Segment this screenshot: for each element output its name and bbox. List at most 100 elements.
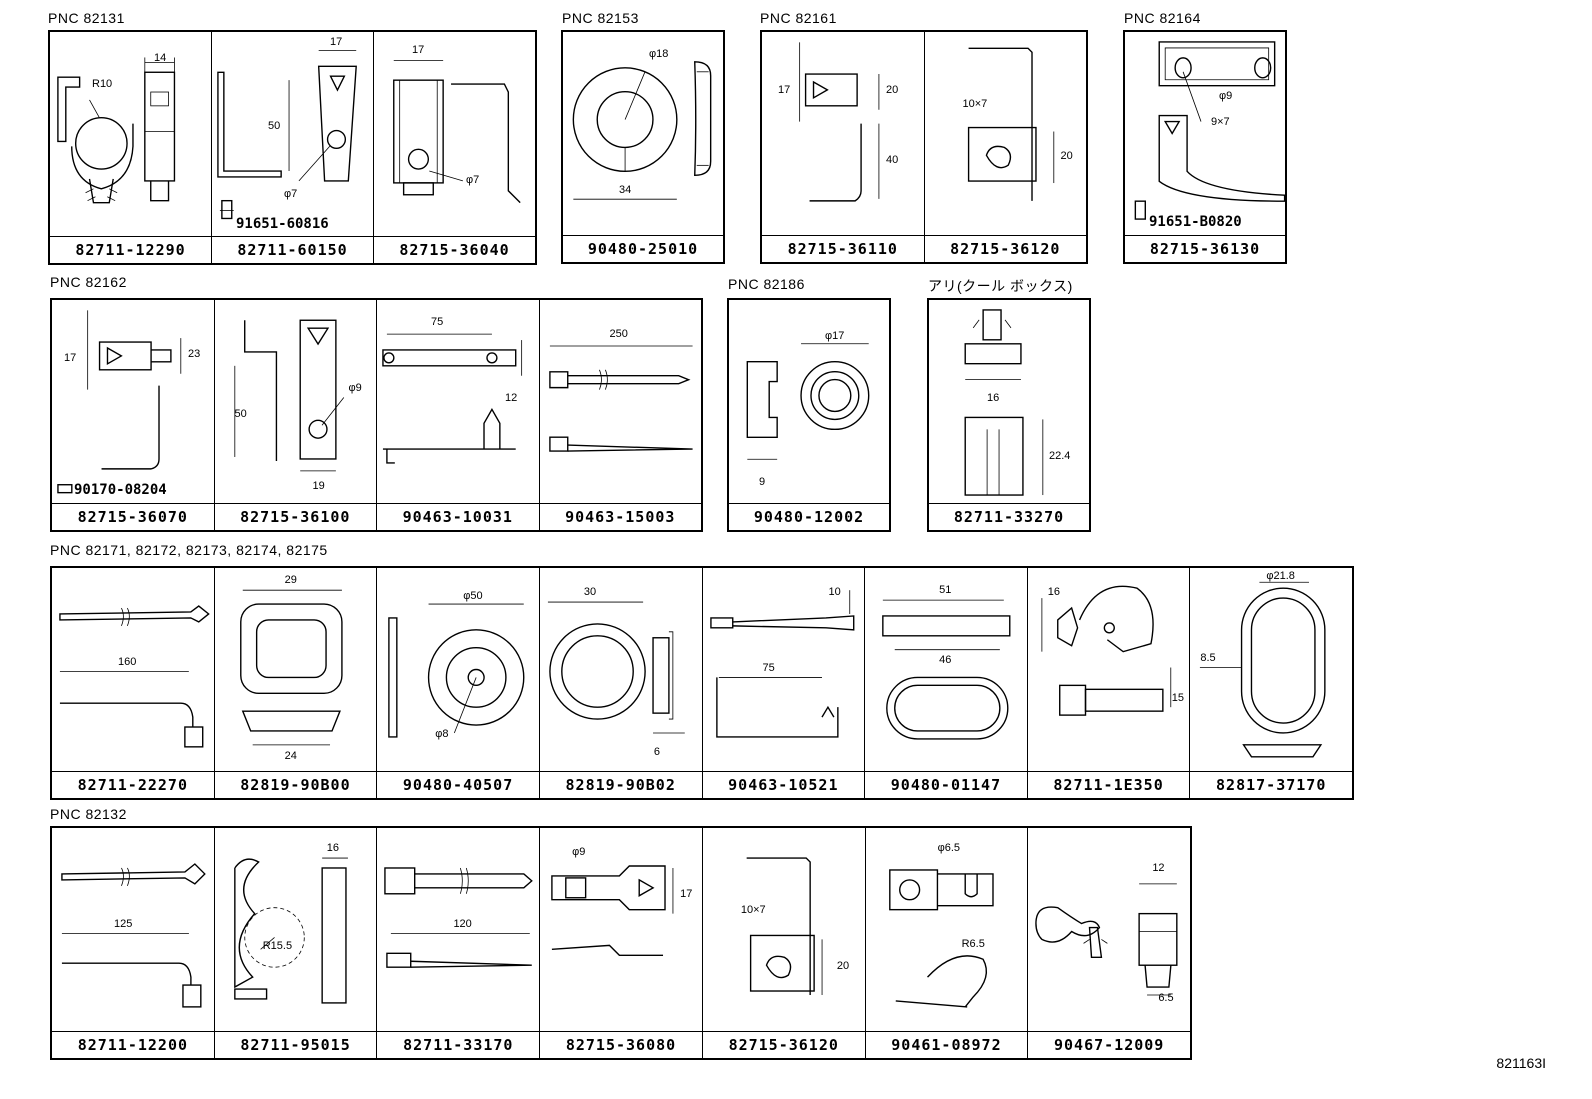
dimension-label: 10×7	[962, 98, 988, 110]
dimension-label: 15	[1171, 692, 1184, 704]
part-number: 82715-36080	[540, 1031, 702, 1058]
part-cell[interactable]: 30 6 82819-90B02	[539, 568, 703, 798]
dimension-label: φ9	[348, 382, 362, 394]
part-cell[interactable]: 10 75 90463-10521	[702, 568, 866, 798]
part-drawing: φ50 φ8	[377, 568, 539, 771]
dimension-label: 50	[268, 120, 281, 132]
part-cell[interactable]: φ9 17 82715-36080	[540, 828, 703, 1058]
part-cell[interactable]: 17 φ7 82715-36040	[374, 32, 535, 263]
harness-clamp-icon	[57, 57, 176, 204]
bracket-icon	[233, 319, 344, 472]
dimension-label: 24	[284, 750, 297, 762]
part-drawing: 120	[377, 828, 539, 1031]
part-drawing: 16 22.4	[929, 300, 1089, 503]
part-number: 82715-36120	[924, 235, 1086, 262]
part-number: 90480-12002	[729, 503, 889, 530]
part-group-82164: φ9 9×7 91651-B0820 82715-36130	[1123, 30, 1287, 264]
dimension-label: φ18	[649, 48, 669, 60]
part-number: 82715-36070	[52, 503, 214, 530]
dimension-label: 17	[680, 888, 693, 900]
dimension-label: φ9	[1219, 90, 1233, 102]
part-drawing: φ21.8 8.5	[1190, 568, 1352, 771]
part-cell[interactable]: 16 R15.5 82711-95015	[214, 828, 378, 1058]
band-clamp-icon	[382, 333, 523, 464]
dimension-label: R15.5	[262, 940, 293, 952]
part-group-82171: 160 82711-22270 29 24 82819-90B00	[50, 566, 1354, 800]
dimension-label: 20	[836, 960, 850, 972]
part-number: 90461-08972	[865, 1031, 1028, 1058]
part-drawing: 160	[52, 568, 214, 771]
dimension-label: 14	[154, 52, 167, 64]
band-clamp-icon	[61, 863, 206, 1008]
dimension-label: 17	[330, 36, 343, 48]
dimension-label: 6	[653, 746, 660, 758]
part-cell[interactable]: 160 82711-22270	[52, 568, 215, 798]
connector-clamp-icon	[964, 309, 1044, 496]
dimension-label: 17	[64, 352, 77, 364]
band-clamp-icon	[709, 590, 854, 738]
part-drawing: R10 14	[50, 32, 211, 236]
part-drawing: 250	[540, 300, 702, 503]
part-cell[interactable]: 50 φ9 19 82715-36100	[214, 300, 377, 530]
part-drawing: 17 23 90170-08204	[52, 300, 214, 503]
part-cell[interactable]: 12 6.5 90467-12009	[1028, 828, 1191, 1058]
hook-clamp-icon	[888, 869, 994, 1008]
dimension-label: 20	[886, 84, 899, 96]
dimension-label: 75	[762, 662, 775, 674]
part-drawing: 75 12	[377, 300, 539, 503]
dimension-label: 6.5	[1158, 992, 1174, 1004]
part-drawing: φ17 9	[729, 300, 889, 503]
part-cell[interactable]: 10×7 20 82715-36120	[702, 828, 866, 1058]
part-cell[interactable]: 125 82711-12200	[52, 828, 215, 1058]
part-number: 82711-33270	[929, 503, 1089, 530]
part-group-82161: 17 20 40 82715-36110 10×7 20 82715-36120	[760, 30, 1088, 264]
part-drawing: φ9 9×7 91651-B0820	[1125, 32, 1285, 235]
part-cell[interactable]: φ6.5 R6.5 90461-08972	[865, 828, 1029, 1058]
part-drawing: φ9 17	[540, 828, 702, 1031]
dimension-label: 20	[1060, 150, 1073, 162]
part-group-82153: φ18 34 90480-25010	[561, 30, 725, 264]
part-cell[interactable]: 16 22.4 82711-33270	[929, 300, 1089, 530]
band-clamp-icon	[384, 867, 534, 968]
part-cell[interactable]: φ17 9 90480-12002	[729, 300, 889, 530]
bracket-icon	[393, 60, 521, 204]
dimension-label: 75	[431, 316, 444, 328]
part-cell[interactable]: 120 82711-33170	[377, 828, 541, 1058]
part-number: 82711-95015	[214, 1031, 377, 1058]
part-cell[interactable]: φ18 34 90480-25010	[563, 32, 723, 262]
part-cell[interactable]: φ50 φ8 90480-40507	[377, 568, 540, 798]
dimension-label: 50	[234, 408, 247, 420]
dimension-label: φ9	[572, 846, 586, 858]
part-cell[interactable]: 17 20 40 82715-36110	[762, 32, 925, 262]
part-cell[interactable]: 16 15 82711-1E350	[1027, 568, 1191, 798]
part-cell[interactable]: 75 12 90463-10031	[377, 300, 540, 530]
dimension-label: 16	[1047, 586, 1060, 598]
part-cell[interactable]: 10×7 20 82715-36120	[924, 32, 1086, 262]
part-cell[interactable]: R10 14 82711-12290	[50, 32, 212, 263]
part-drawing: 17 50 φ7 91651-60816	[212, 32, 373, 236]
grommet-icon	[547, 601, 685, 734]
pnc-label: PNC 82164	[1124, 10, 1201, 26]
part-cell[interactable]: φ21.8 8.5 82817-37170	[1190, 568, 1352, 798]
part-number: 82715-36120	[702, 1031, 865, 1058]
part-cell[interactable]: 51 46 90480-01147	[865, 568, 1028, 798]
part-cell[interactable]: 17 50 φ7 91651-60816 82711-60150	[212, 32, 374, 263]
part-cell[interactable]: 29 24 82819-90B00	[214, 568, 378, 798]
part-cell[interactable]: φ9 9×7 91651-B0820 82715-36130	[1125, 32, 1285, 262]
dimension-label: 9×7	[1211, 116, 1230, 128]
pnc-label: PNC 82131	[48, 10, 125, 26]
dimension-label: 125	[114, 918, 133, 930]
grommet-icon	[572, 61, 712, 200]
part-drawing: 16 15	[1028, 568, 1190, 771]
part-cell[interactable]: 17 23 90170-08204 82715-36070	[52, 300, 215, 530]
part-cell[interactable]: 250 90463-15003	[539, 300, 702, 530]
part-group-82162: 17 23 90170-08204 82715-36070 50 φ9 19 8…	[50, 298, 703, 532]
dimension-label: φ21.8	[1266, 570, 1295, 582]
dimension-label: 16	[326, 842, 339, 854]
part-number: 82819-90B02	[539, 771, 702, 798]
pnc-label: アリ(クール ボックス)	[928, 278, 1073, 294]
part-number: 82711-33170	[377, 1031, 540, 1058]
grommet-icon	[1200, 581, 1326, 758]
dimension-label: 8.5	[1200, 652, 1216, 664]
grommet-icon	[746, 343, 870, 460]
